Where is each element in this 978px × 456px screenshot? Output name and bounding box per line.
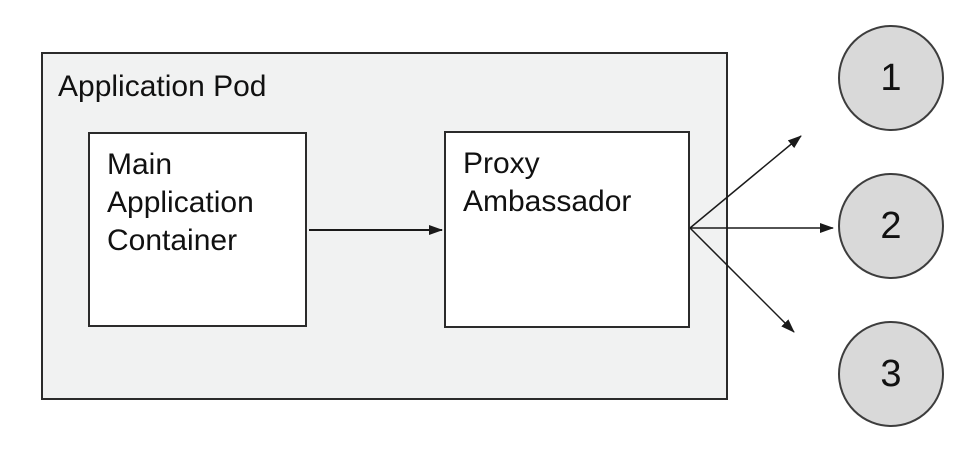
proxy-ambassador-box: Proxy Ambassador bbox=[444, 131, 690, 328]
node-1-label: 1 bbox=[880, 56, 902, 99]
proxy-ambassador-label: Proxy Ambassador bbox=[463, 147, 632, 218]
application-pod-box: Application Pod Main Application Contain… bbox=[41, 52, 728, 400]
node-circle-1: 1 bbox=[838, 25, 944, 131]
main-application-container-label: Main Application Container bbox=[107, 148, 254, 257]
node-3-label: 3 bbox=[880, 352, 902, 395]
main-application-container-box: Main Application Container bbox=[88, 132, 307, 327]
node-2-label: 2 bbox=[880, 204, 902, 247]
application-pod-label: Application Pod bbox=[58, 70, 267, 103]
node-circle-2: 2 bbox=[838, 173, 944, 279]
node-circle-3: 3 bbox=[838, 321, 944, 427]
